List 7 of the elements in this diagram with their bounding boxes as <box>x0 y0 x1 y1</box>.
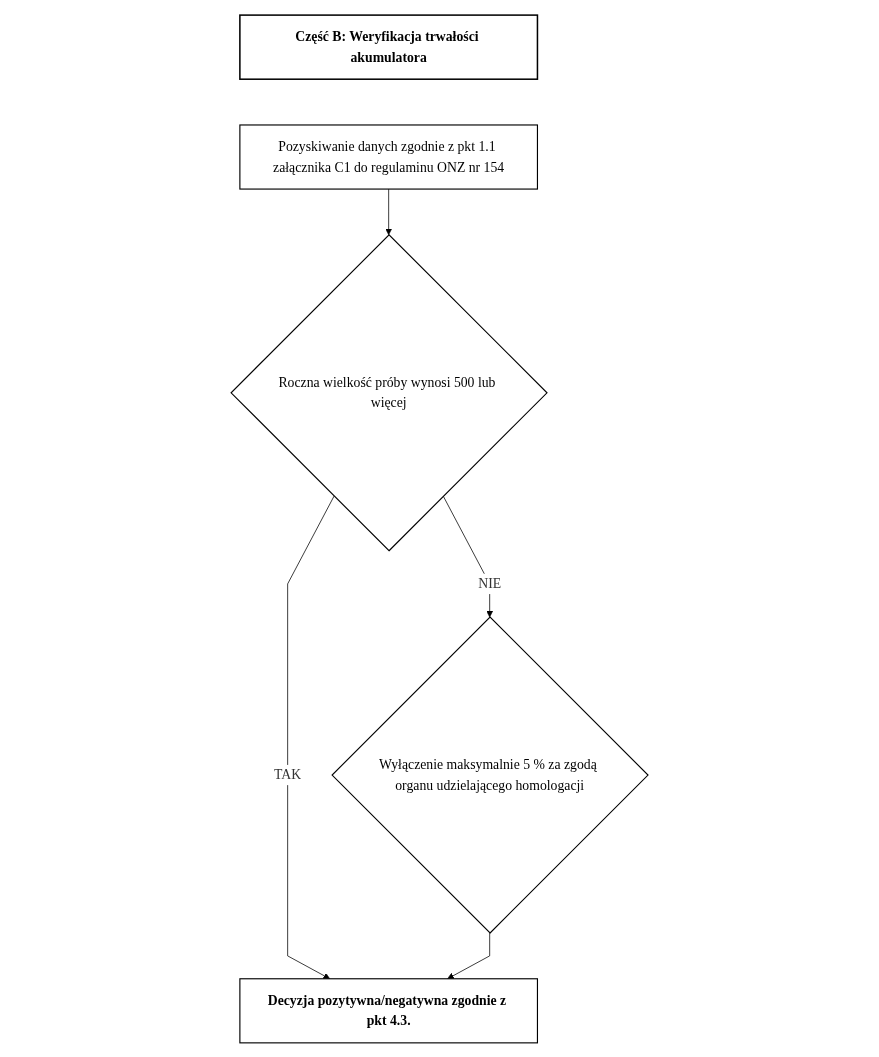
edge-label: TAK <box>274 766 302 782</box>
node-box: Decyzja pozytywna/negatywna zgodnie z pkt 4.3. <box>239 977 538 1043</box>
edge-label: NIE <box>478 575 502 591</box>
node-diamond: Wyłączenie maksymalnie 5 % za zgodą organu udzielającego homologacji <box>331 615 649 934</box>
node-box: Pozyskiwanie danych zgodnie z pkt 1.1 załącznika C1 do regulaminu ONZ nr 154 <box>239 123 538 190</box>
node-box: Część B: Weryfikacja trwałości akumulatora <box>239 13 539 80</box>
node-diamond: Roczna wielkość próby wynosi 500 lub więcej <box>230 233 548 552</box>
